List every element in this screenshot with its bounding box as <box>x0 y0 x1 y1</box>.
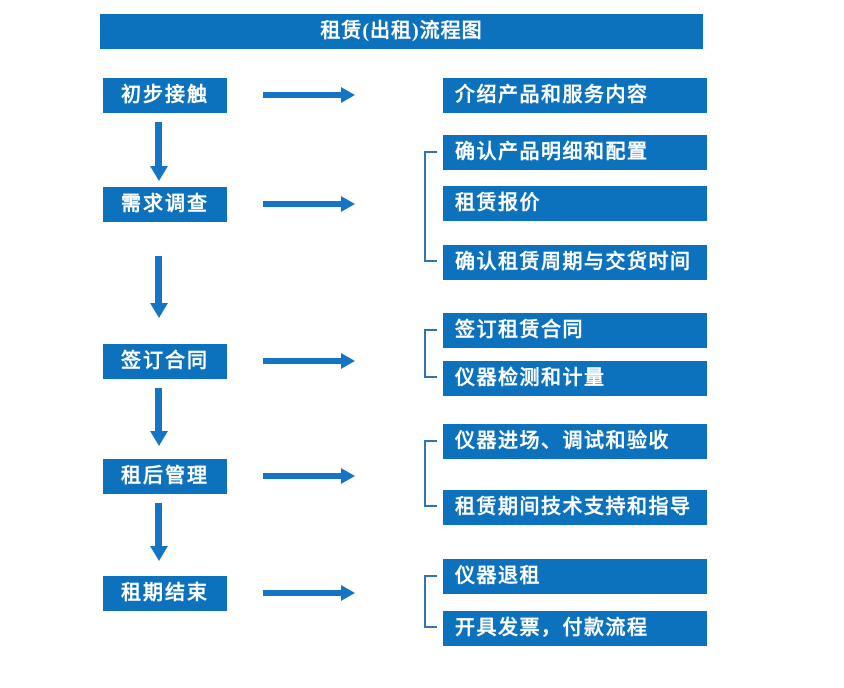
bracket-rental-end-group <box>424 575 437 628</box>
detail-instrument-entry: 仪器进场、调试和验收 <box>443 424 707 459</box>
detail-confirm-rental-period: 确认租赁周期与交货时间 <box>443 245 707 280</box>
right-arrow-4 <box>263 473 341 479</box>
detail-instrument-testing: 仪器检测和计量 <box>443 361 707 396</box>
step-initial-contact: 初步接触 <box>103 78 227 113</box>
detail-invoicing-payment: 开具发票，付款流程 <box>443 611 707 646</box>
detail-confirm-product-config: 确认产品明细和配置 <box>443 135 707 170</box>
step-rental-end: 租期结束 <box>103 576 227 611</box>
detail-rental-tech-support: 租赁期间技术支持和指导 <box>443 490 707 525</box>
right-arrow-3 <box>263 358 341 364</box>
detail-instrument-return: 仪器退租 <box>443 559 707 594</box>
detail-introduce-products: 介绍产品和服务内容 <box>443 78 707 113</box>
page-title: 租赁(出租)流程图 <box>320 20 483 42</box>
step-demand-survey: 需求调查 <box>103 187 227 222</box>
bracket-demand-survey-group <box>424 151 437 262</box>
step-post-rental-management: 租后管理 <box>103 459 227 494</box>
down-arrow-2 <box>155 256 162 303</box>
step-sign-contract: 签订合同 <box>103 344 227 379</box>
title-bar: 租赁(出租)流程图 <box>100 14 703 49</box>
down-arrow-1 <box>155 122 162 166</box>
right-arrow-1 <box>263 92 341 98</box>
bracket-post-rental-group <box>424 440 437 507</box>
detail-rental-quote: 租赁报价 <box>443 186 707 221</box>
bracket-sign-contract-group <box>424 329 437 378</box>
detail-sign-rental-contract: 签订租赁合同 <box>443 313 707 348</box>
right-arrow-5 <box>263 590 341 596</box>
down-arrow-4 <box>155 503 162 546</box>
down-arrow-3 <box>155 388 162 431</box>
right-arrow-2 <box>263 201 341 207</box>
